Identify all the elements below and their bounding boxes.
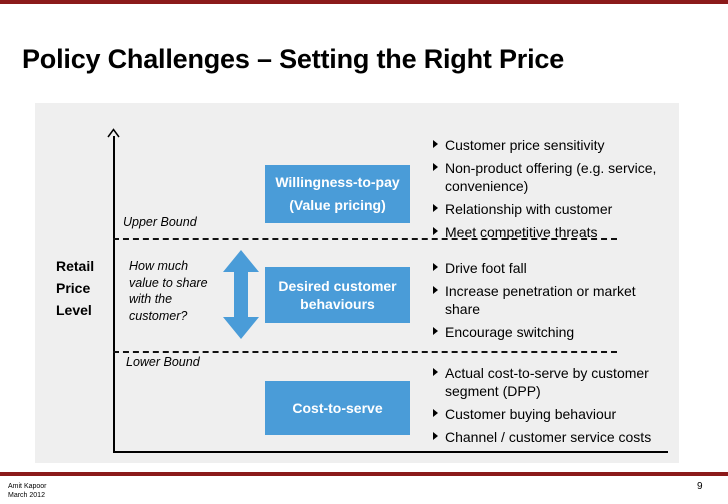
y-axis [113, 136, 115, 452]
value-share-question: How much value to share with the custome… [129, 258, 208, 324]
box-line: behaviours [300, 296, 375, 312]
y-axis-label: Retail Price Level [56, 255, 94, 321]
bullet-text: Customer price sensitivity [445, 137, 605, 153]
bullet-item: Encourage switching [433, 323, 636, 341]
customer-behaviour-bullets: Drive foot fall Increase penetration or … [433, 259, 636, 346]
bullet-item: Customer price sensitivity [433, 136, 656, 154]
footer-rule [0, 472, 728, 476]
bullet-triangle-icon [433, 227, 438, 235]
willingness-to-pay-box: Willingness-to-pay (Value pricing) [265, 165, 410, 223]
question-line: with the [129, 292, 173, 306]
box-line: Willingness-to-pay [275, 174, 400, 190]
bullet-triangle-icon [433, 432, 438, 440]
bullet-text: Actual cost-to-serve by customer segment… [445, 365, 649, 399]
y-axis-label-line: Retail [56, 258, 95, 274]
bullet-triangle-icon [433, 140, 438, 148]
bullet-item: Relationship with customer [433, 200, 656, 218]
box-line: (Value pricing) [289, 197, 386, 213]
page-number: 9 [697, 481, 703, 492]
box-line: Desired customer [278, 278, 397, 294]
axis-arrow-icon [107, 128, 120, 138]
lower-bound-line [113, 351, 617, 353]
bullet-item: Increase penetration or market share [433, 282, 636, 318]
bullet-triangle-icon [433, 263, 438, 271]
bullet-item: Actual cost-to-serve by customer segment… [433, 364, 651, 400]
bullet-text: Channel / customer service costs [445, 429, 652, 445]
bullet-text: Drive foot fall [445, 260, 527, 276]
bullet-item: Channel / customer service costs [433, 428, 651, 446]
bullet-triangle-icon [433, 327, 438, 335]
header-rule [0, 0, 728, 4]
cost-to-serve-box: Cost-to-serve [265, 381, 410, 435]
bullet-item: Non-product offering (e.g. service, conv… [433, 159, 656, 195]
value-pricing-bullets: Customer price sensitivity Non-product o… [433, 136, 656, 246]
bullet-text: Relationship with customer [445, 201, 613, 217]
bullet-triangle-icon [433, 368, 438, 376]
upper-bound-line [113, 238, 617, 240]
bullet-text: Meet competitive threats [445, 224, 598, 240]
y-axis-label-line: Level [56, 302, 92, 318]
bullet-text: Customer buying behaviour [445, 406, 617, 422]
slide-title: Policy Challenges – Setting the Right Pr… [22, 44, 565, 74]
double-arrow-icon [223, 250, 259, 339]
bullet-text: Encourage switching [445, 324, 575, 340]
bullet-item: Meet competitive threats [433, 223, 656, 241]
x-axis [113, 451, 668, 453]
box-line: Cost-to-serve [292, 400, 383, 416]
desired-customer-behaviours-box: Desired customer behaviours [265, 267, 410, 323]
bullet-item: Drive foot fall [433, 259, 636, 277]
bullet-triangle-icon [433, 286, 438, 294]
question-line: How much [129, 259, 189, 273]
bullet-triangle-icon [433, 163, 438, 171]
bullet-item: Customer buying behaviour [433, 405, 651, 423]
question-line: customer? [129, 308, 188, 323]
question-line: value to share [129, 275, 208, 290]
upper-bound-label: Upper Bound [123, 215, 197, 229]
bullet-text: Increase penetration or market share [445, 283, 636, 317]
bullet-triangle-icon [433, 204, 438, 212]
y-axis-label-line: Price [56, 280, 91, 296]
footer-date: March 2012 [8, 492, 45, 499]
bullet-text: Non-product offering (e.g. service, conv… [445, 160, 657, 194]
footer-author: Amit Kapoor [8, 483, 47, 490]
lower-bound-label: Lower Bound [126, 355, 200, 369]
bullet-triangle-icon [433, 409, 438, 417]
cost-to-serve-bullets: Actual cost-to-serve by customer segment… [433, 364, 651, 451]
